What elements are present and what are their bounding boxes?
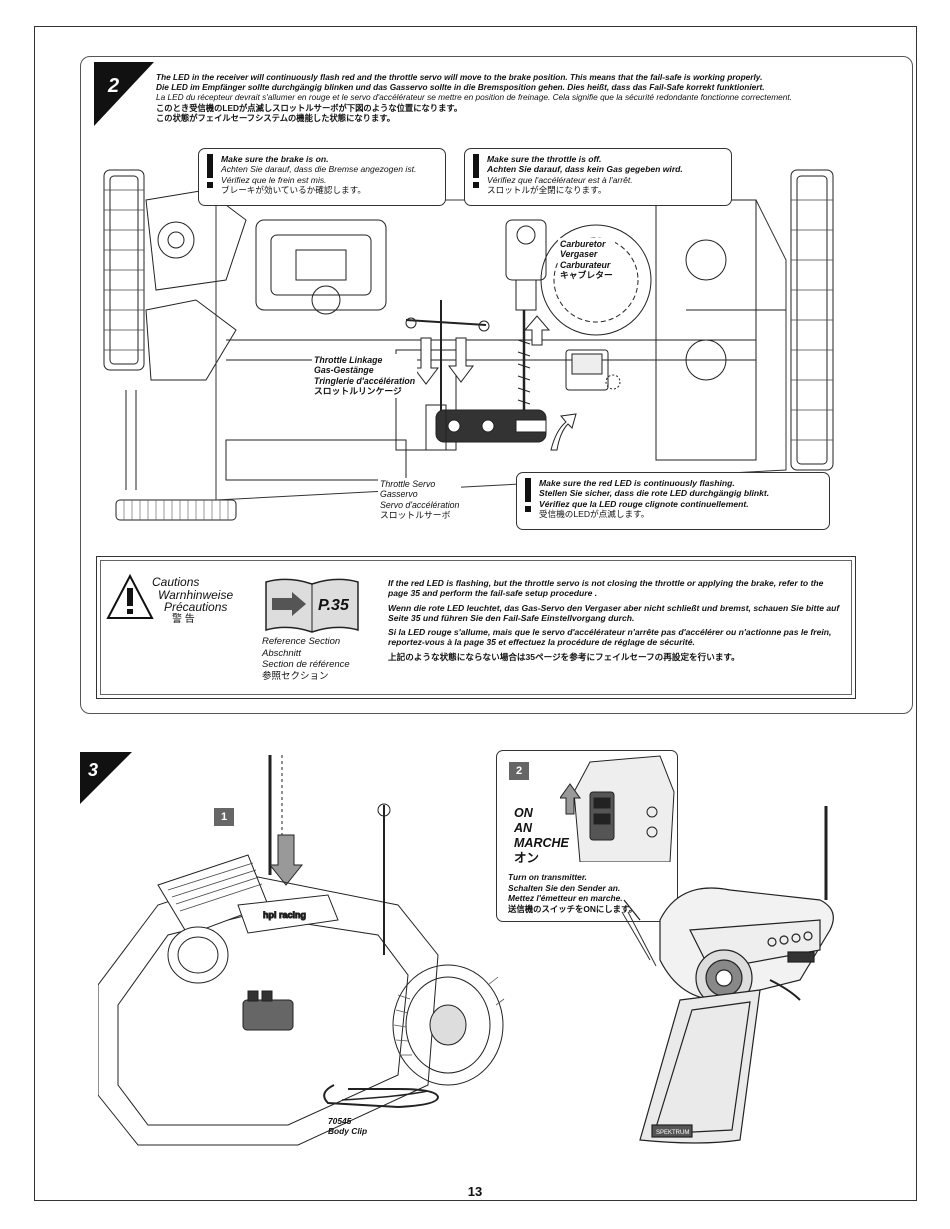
chassis-illustration bbox=[103, 169, 834, 521]
step-2-panel bbox=[80, 56, 913, 714]
step-2-badge: 2 bbox=[94, 62, 154, 126]
callout-throttle: Make sure the throttle is off. Achten Si… bbox=[464, 148, 732, 206]
warning-icon bbox=[525, 478, 531, 512]
car-assembly-illustration: hpi racing bbox=[98, 755, 505, 1146]
reference-page: P.35 bbox=[318, 597, 350, 614]
intro-jp-1: このとき受信機のLEDが点滅しスロットルサーボが下図のような位置になります。 bbox=[156, 102, 463, 113]
reference-section-words: Reference Section Abschnitt Section de r… bbox=[262, 636, 350, 682]
cautions-inner-frame bbox=[100, 560, 852, 695]
sub-step-2-badge: 2 bbox=[509, 762, 529, 780]
cautions-box bbox=[96, 556, 856, 699]
transmitter-illustration: SPEKTRUM bbox=[623, 806, 834, 1144]
intro-en: The LED in the receiver will continuousl… bbox=[156, 72, 763, 82]
callout-brake: Make sure the brake is on. Achten Sie da… bbox=[198, 148, 446, 206]
warning-icon bbox=[207, 154, 213, 188]
reference-book-icon: P.35 bbox=[265, 578, 359, 633]
on-switch-label: ON AN MARCHE オン bbox=[514, 806, 569, 865]
sub-step-1-badge: 1 bbox=[214, 808, 234, 826]
page-number: 13 bbox=[467, 1184, 483, 1199]
transmitter-brand: SPEKTRUM bbox=[656, 1130, 689, 1136]
intro-fr: La LED du récepteur devrait s'allumer en… bbox=[156, 92, 792, 103]
step-2-number: 2 bbox=[107, 75, 119, 97]
label-throttle-servo: Throttle Servo Gasservo Servo d'accéléra… bbox=[378, 478, 462, 522]
warning-icon bbox=[473, 154, 479, 188]
cautions-words: Cautions Warnhinweise Précautions 警 告 bbox=[152, 575, 234, 625]
callout-led: Make sure the red LED is continuously fl… bbox=[516, 472, 830, 530]
caution-triangle-icon bbox=[106, 574, 154, 619]
transmitter-instruction: Turn on transmitter. Schalten Sie den Se… bbox=[508, 872, 637, 914]
page-frame bbox=[34, 26, 917, 1201]
cautions-text: If the red LED is flashing, but the thro… bbox=[388, 578, 840, 662]
body-clip-label: 70545 Body Clip bbox=[328, 1116, 368, 1137]
step-3-badge: 3 bbox=[80, 752, 140, 816]
step-2-intro: The LED in the receiver will continuousl… bbox=[156, 72, 896, 123]
callout-leader-line bbox=[621, 911, 657, 967]
svg-text:hpi racing: hpi racing bbox=[263, 910, 306, 920]
label-throttle-linkage: Throttle Linkage Gas-Gestänge Tringlerie… bbox=[312, 354, 418, 398]
intro-jp-2: この状態がフェイルセーフシステムの機能した状態になります。 bbox=[156, 112, 396, 123]
intro-de: Die LED im Empfänger sollte durchgängig … bbox=[156, 82, 765, 93]
label-carburetor: Carburetor Vergaser Carburateur キャブレター bbox=[558, 238, 615, 282]
transmitter-switch-closeup bbox=[560, 755, 675, 862]
step-3-number: 3 bbox=[88, 760, 98, 780]
